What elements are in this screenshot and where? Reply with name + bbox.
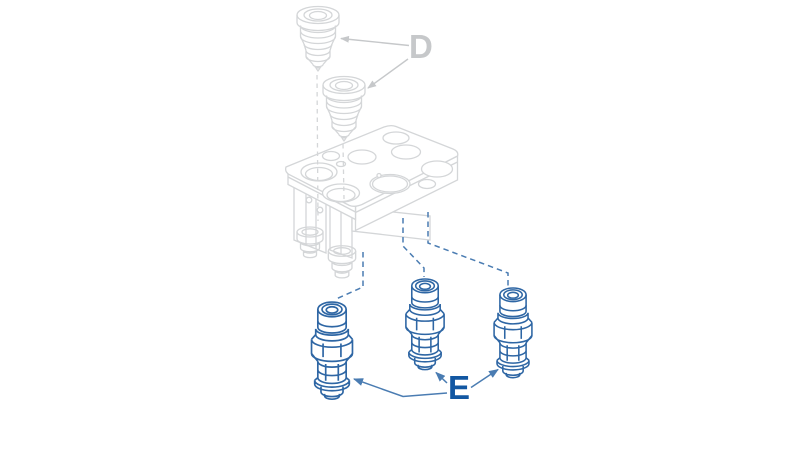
callout-label-d: D bbox=[409, 28, 433, 65]
assembly-dashline-left bbox=[334, 252, 364, 301]
manifold-ports bbox=[300, 131, 454, 203]
insertion-dashline-top-plug bbox=[316, 74, 319, 222]
coupling-plug-lower bbox=[322, 75, 366, 142]
manifold-block bbox=[284, 124, 459, 279]
callout-arrows-d bbox=[340, 35, 410, 89]
assembly-dashline-group bbox=[334, 212, 509, 301]
callout-label-e: E bbox=[448, 369, 471, 406]
insertion-dashline-group bbox=[316, 74, 345, 222]
coupling-plug-top bbox=[296, 5, 340, 72]
cartridge-valve-middle bbox=[405, 278, 445, 371]
assembly-dashline-middle bbox=[402, 218, 425, 277]
assembly-dashline-right bbox=[427, 212, 509, 286]
cartridge-valve-left bbox=[310, 301, 354, 401]
cartridge-valve-right bbox=[493, 287, 533, 379]
insertion-dashline-lower-plug bbox=[342, 143, 345, 200]
callout-arrows-e bbox=[353, 368, 499, 398]
